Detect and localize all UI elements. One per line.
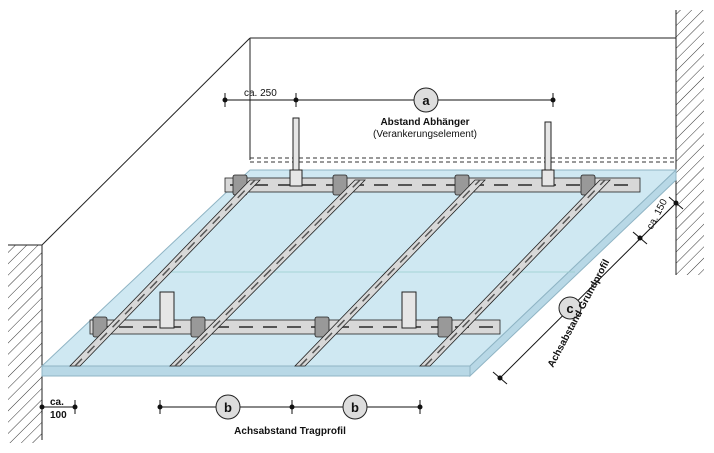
svg-text:c: c (566, 301, 573, 316)
hatched-wall-right (675, 10, 704, 275)
label-ca: ca. (50, 397, 64, 408)
marker-a: a (413, 87, 439, 113)
label-verankerungselement: (Verankerungselement) (373, 129, 477, 140)
svg-text:b: b (224, 400, 232, 415)
svg-text:a: a (422, 93, 430, 108)
label-100: 100 (50, 410, 67, 421)
profile-clip-7 (314, 316, 330, 338)
profile-clip-6 (190, 316, 206, 338)
hatched-wall-left (8, 244, 43, 443)
label-ca-250: ca. 250 (244, 88, 277, 99)
label-abstand-abhaenger: Abstand Abhänger (380, 117, 469, 128)
tragprofil-slot-2 (174, 179, 361, 367)
tragprofil-group (69, 179, 611, 367)
profile-clip-8 (437, 316, 453, 338)
hanger-4 (401, 291, 417, 329)
hangers (159, 117, 555, 329)
svg-text:b: b (351, 400, 359, 415)
hanger-3 (159, 291, 175, 329)
label-achsabstand-tragprofil: Achsabstand Tragprofil (234, 426, 346, 437)
grundprofil-group (89, 174, 641, 338)
marker-b-left: b (215, 394, 241, 420)
tragprofil-slot-3 (299, 179, 481, 367)
ceiling-slab (250, 157, 676, 163)
marker-c: c (558, 296, 582, 320)
marker-b-right: b (342, 394, 368, 420)
tragprofil-slot-4 (424, 179, 606, 367)
hanger-2 (541, 121, 555, 187)
tragprofil-slot-1 (74, 179, 256, 367)
hanger-1 (289, 117, 303, 187)
dimension-lines (39, 93, 684, 414)
